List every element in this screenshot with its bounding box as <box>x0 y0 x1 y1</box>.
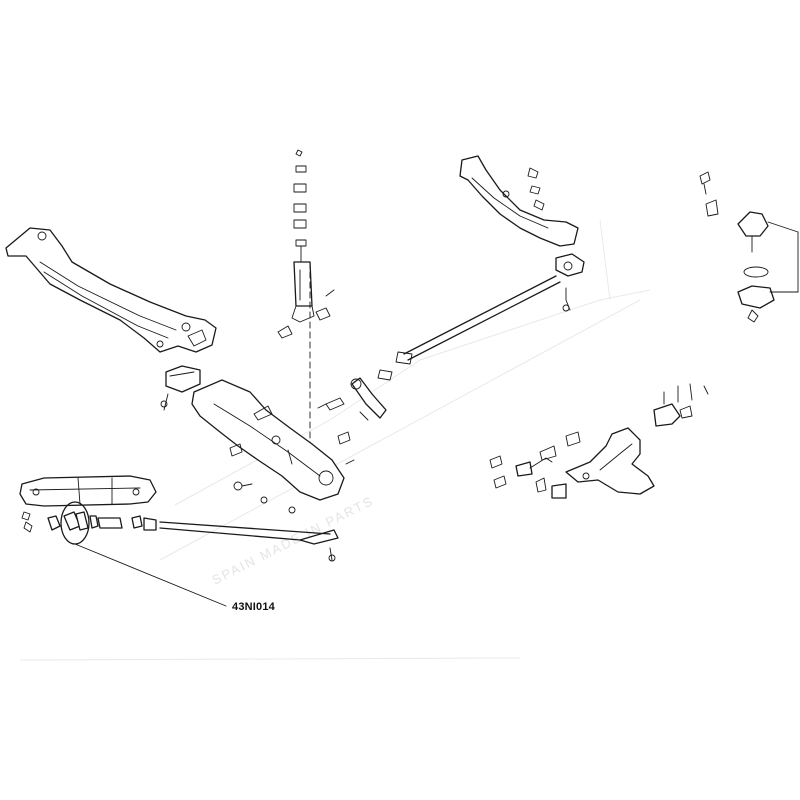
left-mount-block <box>160 365 201 411</box>
tension-rod-assembly <box>21 501 339 607</box>
right-crossmember <box>459 155 579 247</box>
left-crossmember <box>5 227 217 353</box>
part-number-label: 43NI014 <box>232 601 275 613</box>
leader-line <box>74 543 227 607</box>
ball-joint-assembly <box>699 171 799 323</box>
upper-arm-hardware <box>489 431 581 499</box>
shock-absorber <box>277 149 335 461</box>
lower-control-arm <box>191 379 345 501</box>
lower-arm-hardware <box>233 431 355 514</box>
idler-arm <box>317 377 387 421</box>
center-link-rod <box>377 253 585 381</box>
upper-control-arm <box>565 383 709 495</box>
bottom-trace-line <box>19 657 521 661</box>
tension-rod-bracket <box>19 475 157 507</box>
